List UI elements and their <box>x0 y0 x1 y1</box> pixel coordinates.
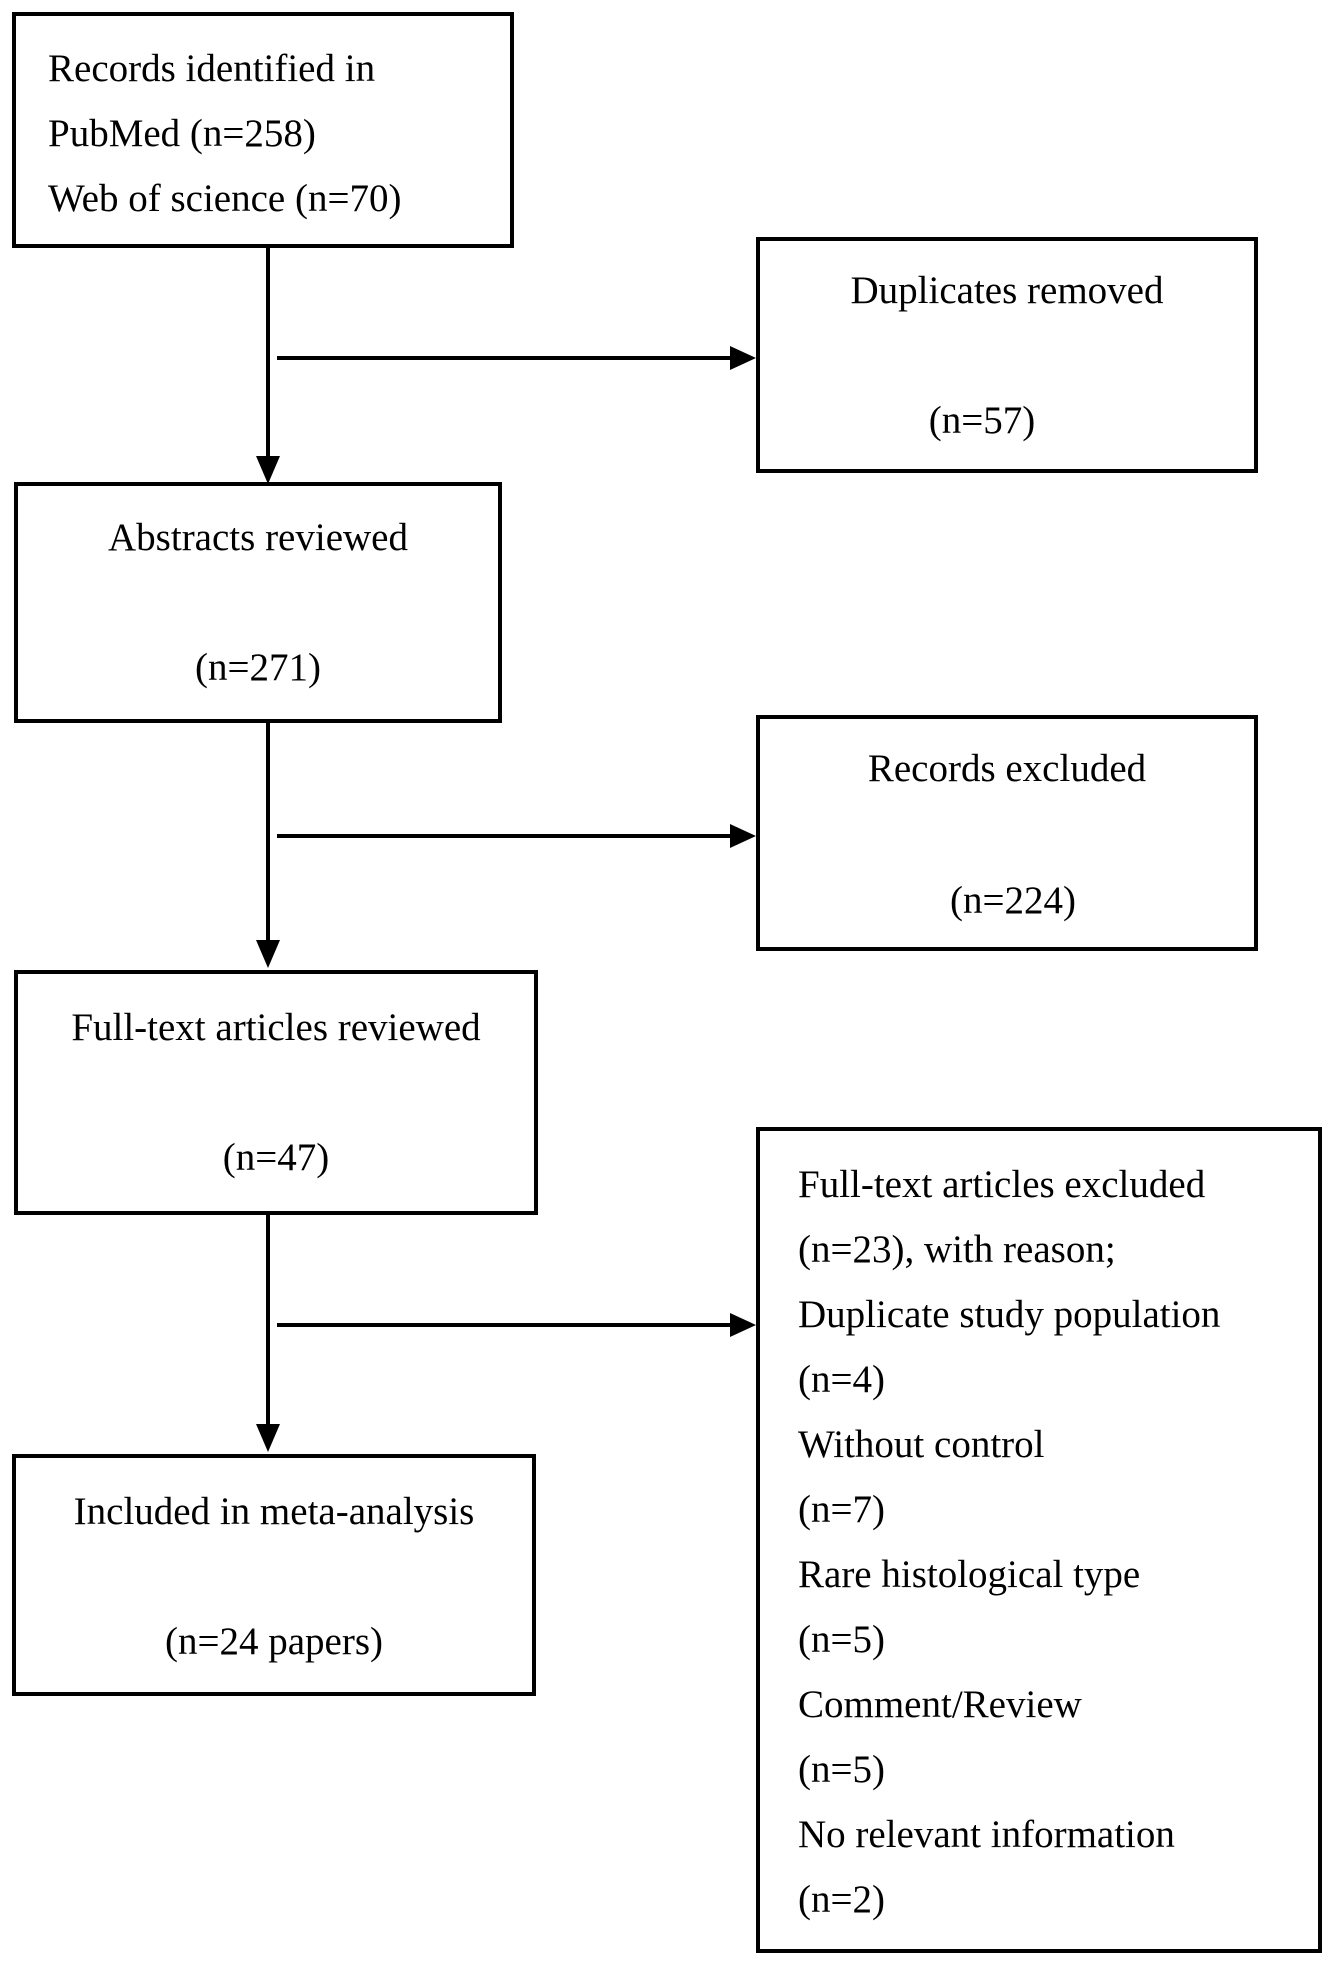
duplicates-removed-title: Duplicates removed <box>850 269 1164 312</box>
arrowhead-abstracts <box>256 456 280 484</box>
included-box: Included in meta-analysis (n=24 papers) <box>12 1454 536 1696</box>
fulltext-excluded-line-12: (n=2) <box>798 1878 885 1921</box>
fulltext-excluded-line-6: (n=7) <box>798 1488 885 1531</box>
records-identified-line-1: Records identified in <box>48 47 376 90</box>
fulltext-reviewed-count: (n=47) <box>222 1136 330 1179</box>
records-excluded-title: Records excluded <box>867 747 1147 790</box>
records-identified-line-3: Web of science (n=70) <box>48 177 402 220</box>
abstracts-reviewed-box: Abstracts reviewed (n=271) <box>14 482 502 723</box>
arrowhead-fulltext <box>256 940 280 968</box>
arrowhead-fulltext-excluded <box>730 1313 756 1337</box>
fulltext-excluded-line-4: (n=4) <box>798 1358 885 1401</box>
duplicates-removed-box: Duplicates removed (n=57) <box>756 237 1258 473</box>
included-count: (n=24 papers) <box>164 1620 383 1663</box>
fulltext-excluded-line-1: Full-text articles excluded <box>798 1163 1206 1206</box>
fulltext-reviewed-title: Full-text articles reviewed <box>71 1006 481 1049</box>
records-identified-line-2: PubMed (n=258) <box>48 112 316 155</box>
fulltext-excluded-line-7: Rare histological type <box>798 1553 1141 1596</box>
duplicates-removed-count: (n=57) <box>928 399 1036 442</box>
fulltext-excluded-line-2: (n=23), with reason; <box>798 1228 1116 1271</box>
arrowhead-included <box>256 1424 280 1452</box>
records-excluded-box: Records excluded (n=224) <box>756 715 1258 951</box>
abstracts-reviewed-count: (n=271) <box>195 646 321 689</box>
included-title: Included in meta-analysis <box>73 1490 475 1533</box>
arrowhead-duplicates <box>730 346 756 370</box>
fulltext-excluded-line-8: (n=5) <box>798 1618 885 1661</box>
abstracts-reviewed-title: Abstracts reviewed <box>108 516 408 559</box>
arrowhead-records-excluded <box>730 824 756 848</box>
fulltext-excluded-line-9: Comment/Review <box>798 1683 1082 1726</box>
fulltext-reviewed-box: Full-text articles reviewed (n=47) <box>14 970 538 1215</box>
fulltext-excluded-line-11: No relevant information <box>798 1813 1175 1856</box>
records-excluded-count: (n=224) <box>950 879 1076 922</box>
fulltext-excluded-line-10: (n=5) <box>798 1748 885 1791</box>
fulltext-excluded-box: Full-text articles excluded (n=23), with… <box>756 1127 1322 1953</box>
fulltext-excluded-line-3: Duplicate study population <box>798 1293 1221 1336</box>
fulltext-excluded-line-5: Without control <box>798 1423 1045 1466</box>
records-identified-box: Records identified in PubMed (n=258) Web… <box>12 12 514 248</box>
